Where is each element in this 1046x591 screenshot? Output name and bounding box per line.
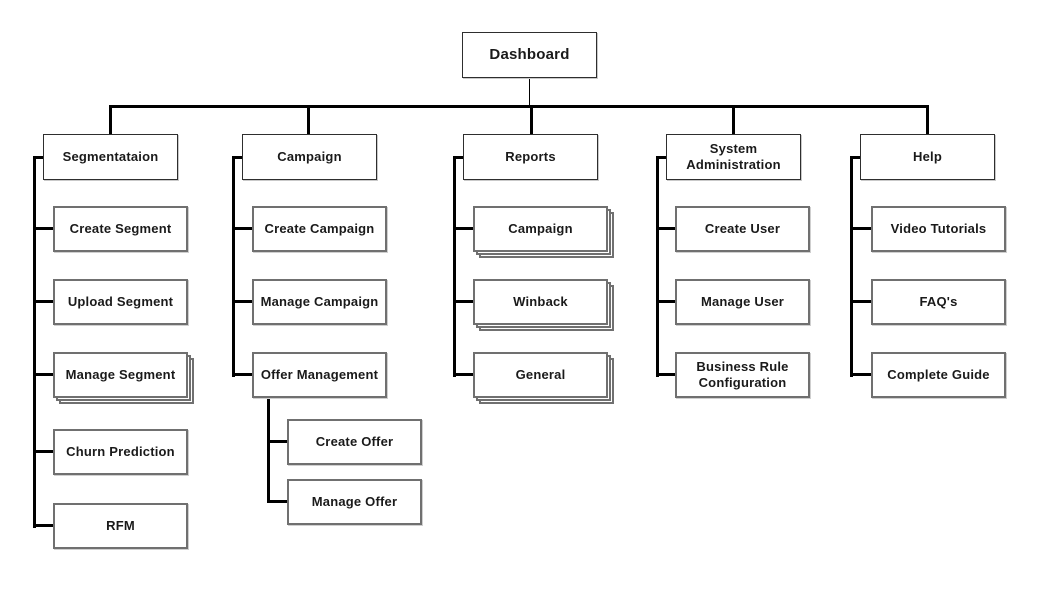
- connector-child-stub: [850, 227, 871, 230]
- connector-parent-stub: [33, 156, 43, 159]
- connector-branch-stub: [732, 105, 735, 134]
- connector-child-stub: [232, 300, 252, 303]
- node-create-offer: Create Offer: [287, 419, 422, 465]
- connector-branch-stub: [530, 105, 533, 134]
- connector-child-stub: [232, 373, 252, 376]
- node-complete-guide: Complete Guide: [871, 352, 1006, 398]
- connector-child-stub: [33, 450, 53, 453]
- node-upload-segment: Upload Segment: [53, 279, 188, 325]
- node-segmentation: Segmentataion: [43, 134, 178, 180]
- connector-child-stub: [453, 227, 473, 230]
- connector-child-stub: [33, 300, 53, 303]
- node-business-rule-configuration: Business Rule Configuration: [675, 352, 810, 398]
- node-offer-management: Offer Management: [252, 352, 387, 398]
- node-manage-user: Manage User: [675, 279, 810, 325]
- node-manage-offer: Manage Offer: [287, 479, 422, 525]
- node-manage-campaign: Manage Campaign: [252, 279, 387, 325]
- connector-child-stub: [656, 373, 675, 376]
- connector-child-stub: [850, 373, 871, 376]
- node-create-campaign: Create Campaign: [252, 206, 387, 252]
- connector-offer-stub: [267, 440, 287, 443]
- connector-branch-stub: [926, 105, 929, 134]
- connector-child-stub: [656, 227, 675, 230]
- connector-child-stub: [232, 227, 252, 230]
- node-rfm: RFM: [53, 503, 188, 549]
- connector-parent-stub: [453, 156, 463, 159]
- connector-child-stub: [656, 300, 675, 303]
- connector-child-stub: [850, 300, 871, 303]
- node-dashboard: Dashboard: [462, 32, 597, 78]
- connector-column-vertical: [232, 156, 235, 377]
- node-faqs: FAQ's: [871, 279, 1006, 325]
- connector-column-vertical: [656, 156, 659, 377]
- connector-column-vertical: [33, 156, 36, 528]
- node-create-segment: Create Segment: [53, 206, 188, 252]
- node-reports: Reports: [463, 134, 598, 180]
- connector-root-stem: [529, 78, 530, 105]
- connector-parent-stub: [656, 156, 666, 159]
- connector-child-stub: [33, 227, 53, 230]
- connector-offer-stub: [267, 500, 287, 503]
- connector-offer-vertical: [267, 398, 270, 503]
- connector-child-stub: [453, 373, 473, 376]
- connector-branch-stub: [109, 105, 112, 134]
- node-campaign: Campaign: [242, 134, 377, 180]
- node-create-user: Create User: [675, 206, 810, 252]
- node-manage-segment: Manage Segment: [53, 352, 188, 398]
- node-report-campaign: Campaign: [473, 206, 608, 252]
- node-video-tutorials: Video Tutorials: [871, 206, 1006, 252]
- connector-branch-stub: [307, 105, 310, 134]
- connector-parent-stub: [232, 156, 242, 159]
- connector-child-stub: [453, 300, 473, 303]
- connector-child-stub: [33, 373, 53, 376]
- connector-main-horizontal: [109, 105, 929, 108]
- connector-column-vertical: [453, 156, 456, 377]
- node-help: Help: [860, 134, 995, 180]
- node-system-administration: System Administration: [666, 134, 801, 180]
- node-report-general: General: [473, 352, 608, 398]
- connector-parent-stub: [850, 156, 860, 159]
- connector-column-vertical: [850, 156, 853, 377]
- connector-child-stub: [33, 524, 53, 527]
- node-churn-prediction: Churn Prediction: [53, 429, 188, 475]
- node-report-winback: Winback: [473, 279, 608, 325]
